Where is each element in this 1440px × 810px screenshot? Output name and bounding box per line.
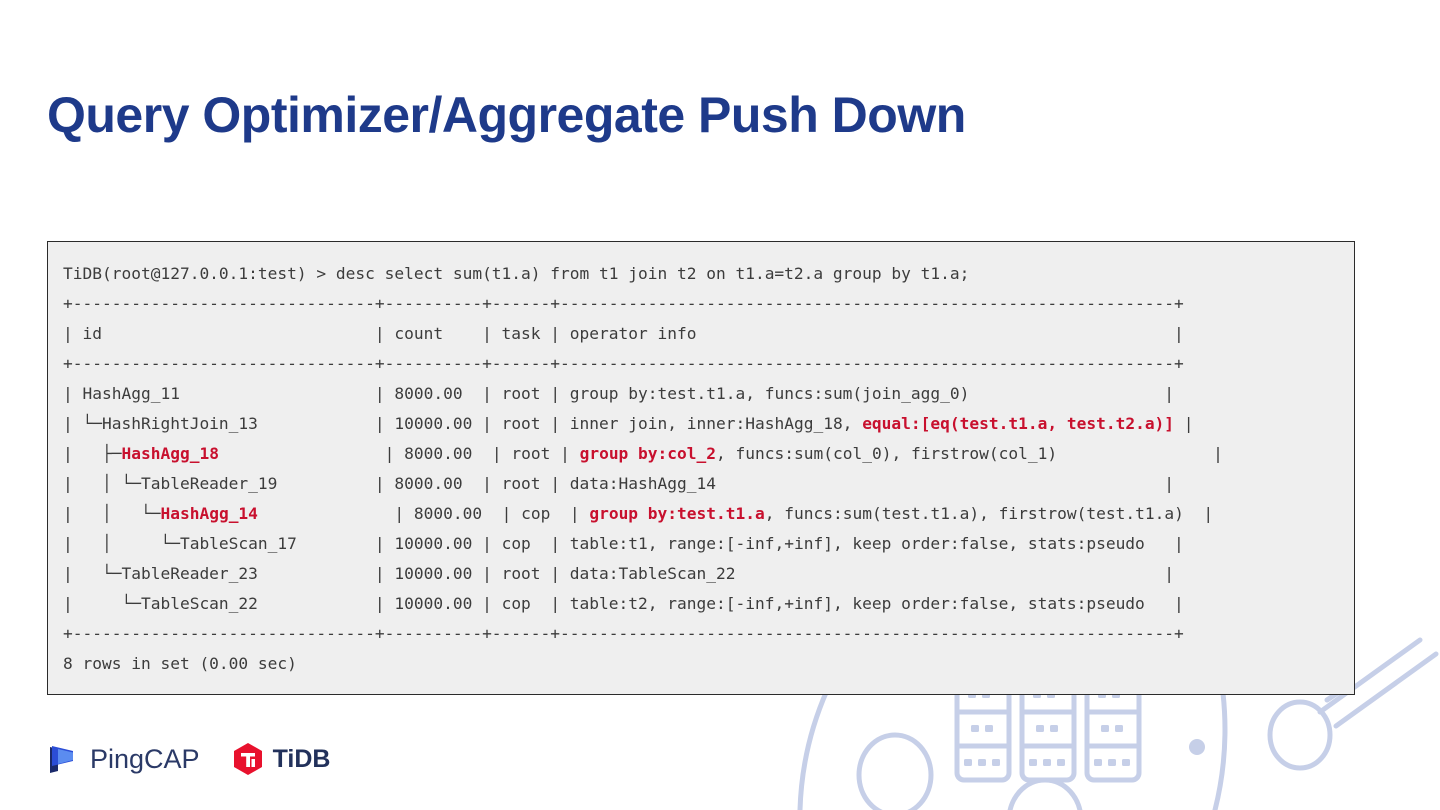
pingcap-mark-icon xyxy=(50,746,73,773)
row-operator-info-highlight: group by:col_2 xyxy=(579,444,717,463)
row-operator-info-pad: | xyxy=(1057,444,1223,463)
terminal-result-status: 8 rows in set (0.00 sec) xyxy=(63,654,297,673)
row-task: | cop xyxy=(501,504,570,523)
pingcap-logo: PingCAP xyxy=(47,742,200,776)
terminal-prompt-line: TiDB(root@127.0.0.1:test) > desc select … xyxy=(63,264,970,283)
terminal-output-block: TiDB(root@127.0.0.1:test) > desc select … xyxy=(47,241,1355,695)
row-id: | HashAgg_11 xyxy=(63,384,375,403)
row-operator-info: | data:HashAgg_14 xyxy=(550,474,716,493)
server-rack-3 xyxy=(1084,677,1142,783)
magnifier-lens xyxy=(1267,699,1333,771)
row-id-highlight: HashAgg_18 xyxy=(121,444,219,463)
row-count: | 10000.00 xyxy=(374,594,483,613)
row-operator-info-highlight: group by:test.t1.a xyxy=(589,504,765,523)
row-task: | root xyxy=(482,474,551,493)
row-task: | root xyxy=(482,414,551,433)
terminal-separator-header: +-------------------------------+-------… xyxy=(63,354,1184,373)
row-operator-info-post: , funcs:sum(col_0), firstrow(col_1) xyxy=(716,444,1058,463)
row-count: | 10000.00 xyxy=(374,534,483,553)
row-operator-info-highlight: equal:[eq(test.t1.a, test.t2.a)] xyxy=(862,414,1175,433)
row-operator-info-pad: | xyxy=(716,474,1175,493)
row-task: | root xyxy=(482,564,551,583)
row-task: | root xyxy=(491,444,561,463)
row-count: | 10000.00 xyxy=(374,414,483,433)
table-row: | └─TableReader_23 | 10000.00 | root | d… xyxy=(63,559,1354,589)
row-id-prefix: | │ └─ xyxy=(63,504,161,523)
pingcap-label: PingCAP xyxy=(90,743,200,774)
server-rack-3-dividers xyxy=(1087,709,1139,749)
terminal-header-row: | id | count | task | operator info | xyxy=(63,324,1184,343)
row-task: | cop xyxy=(482,594,551,613)
server-rack-1-dividers xyxy=(957,709,1009,749)
row-operator-info: | data:TableScan_22 xyxy=(550,564,736,583)
terminal-separator-bottom: +-------------------------------+-------… xyxy=(63,624,1184,643)
row-operator-info-pad: | xyxy=(1144,594,1184,613)
circle-outline-bottom xyxy=(1007,777,1083,810)
row-operator-info: | group by:test.t1.a, funcs:sum(join_agg… xyxy=(550,384,970,403)
table-row: | HashAgg_11 | 8000.00 | root | group by… xyxy=(63,379,1354,409)
page-title: Query Optimizer/Aggregate Push Down xyxy=(47,87,966,143)
row-operator-info: | table:t1, range:[-inf,+inf], keep orde… xyxy=(550,534,1145,553)
tidb-mark-icon xyxy=(233,743,262,775)
table-row: | │ └─TableScan_17 | 10000.00 | cop | ta… xyxy=(63,529,1354,559)
table-row: | │ └─HashAgg_14 | 8000.00 | cop | group… xyxy=(63,499,1354,529)
row-count: | 8000.00 xyxy=(374,474,483,493)
tidb-logo: TiDB xyxy=(232,742,331,776)
row-id: | │ └─TableScan_17 xyxy=(63,534,375,553)
tidb-label: TiDB xyxy=(272,744,331,773)
row-operator-info-pad: | xyxy=(1174,414,1194,433)
server-rack-2 xyxy=(1019,677,1077,783)
footer-logos: PingCAP TiDB xyxy=(47,742,330,776)
row-id: | │ └─TableReader_19 xyxy=(63,474,375,493)
row-operator-info-pad: | xyxy=(1144,534,1184,553)
server-rack-2-dividers xyxy=(1022,709,1074,749)
row-count: | 8000.00 xyxy=(374,384,483,403)
row-id: | └─TableScan_22 xyxy=(63,594,375,613)
row-operator-info-pad: | xyxy=(735,564,1175,583)
row-operator-info-pad: | xyxy=(969,384,1175,403)
row-id-pad xyxy=(258,504,394,523)
row-operator-info-post: , funcs:sum(test.t1.a), firstrow(test.t1… xyxy=(764,504,1184,523)
table-row: | └─TableScan_22 | 10000.00 | cop | tabl… xyxy=(63,589,1354,619)
row-operator-info: | xyxy=(560,444,580,463)
row-operator-info-pad: | xyxy=(1183,504,1214,523)
table-row: | └─HashRightJoin_13 | 10000.00 | root |… xyxy=(63,409,1354,439)
row-count: | 8000.00 xyxy=(394,504,502,523)
decoration-server-leds xyxy=(964,691,1130,766)
row-id-prefix: | ├─ xyxy=(63,444,122,463)
row-id-pad xyxy=(219,444,385,463)
table-row: | │ └─TableReader_19 | 8000.00 | root | … xyxy=(63,469,1354,499)
row-operator-info: | xyxy=(569,504,590,523)
server-rack-1 xyxy=(954,677,1012,783)
row-count: | 8000.00 xyxy=(384,444,492,463)
table-row: | ├─HashAgg_18 | 8000.00 | root | group … xyxy=(63,439,1354,469)
row-id: | └─TableReader_23 xyxy=(63,564,375,583)
row-count: | 10000.00 xyxy=(374,564,483,583)
row-operator-info: | table:t2, range:[-inf,+inf], keep orde… xyxy=(550,594,1145,613)
decoration-server-racks xyxy=(954,677,1142,783)
row-operator-info: | inner join, inner:HashAgg_18, xyxy=(550,414,863,433)
row-id: | └─HashRightJoin_13 xyxy=(63,414,375,433)
row-id-highlight: HashAgg_14 xyxy=(160,504,258,523)
terminal-separator-top: +-------------------------------+-------… xyxy=(63,294,1184,313)
row-task: | cop xyxy=(482,534,551,553)
circle-outline-left xyxy=(856,732,934,810)
row-task: | root xyxy=(482,384,551,403)
dot-small xyxy=(1189,739,1205,755)
